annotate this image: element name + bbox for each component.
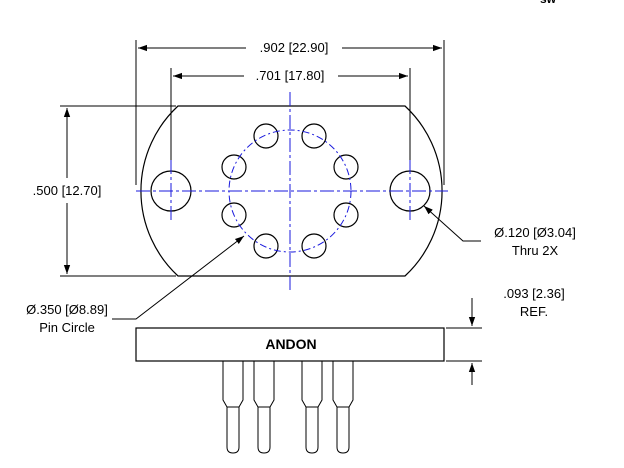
pin [332,361,354,454]
pin-hole [333,202,359,228]
flange-outline [140,105,443,277]
pin-hole [333,154,359,180]
pin-holes [221,123,359,259]
pin-circle-leader [112,235,245,320]
overall-width-label: .902 [22.90] [260,40,329,55]
pin-hole [301,123,327,149]
pin-hole [221,154,247,180]
brand-label: ANDON [265,336,316,352]
top-view: .902 [22.90] .701 [17.80] .500 [12.70] Ø… [26,40,576,335]
pin-hole [221,202,247,228]
side-view: ANDON .0 [135,286,565,454]
centerlines [136,92,448,290]
pin-hole [253,123,279,149]
hole-spacing-dimension [170,68,411,160]
flange-body [135,327,445,362]
mount-hole-note: Thru 2X [512,243,559,258]
pin [222,361,244,454]
pin-hole [301,233,327,259]
mount-hole-leader [423,205,481,242]
thickness-note: REF. [520,304,548,319]
height-label: .500 [12.70] [33,183,102,198]
height-dimension [60,105,176,277]
pins [222,361,354,454]
pin-circle-note: Pin Circle [39,320,95,335]
mount-hole-label: Ø.120 [Ø3.04] [494,225,576,240]
corner-mark: sw [540,0,557,6]
thickness-label: .093 [2.36] [503,286,564,301]
hole-spacing-label: .701 [17.80] [256,68,325,83]
pin [253,361,275,454]
pin [301,361,323,454]
overall-width-dimension [135,40,445,185]
pin-hole [253,233,279,259]
thickness-dimension [446,298,482,385]
pin-circle-label: Ø.350 [Ø8.89] [26,302,108,317]
